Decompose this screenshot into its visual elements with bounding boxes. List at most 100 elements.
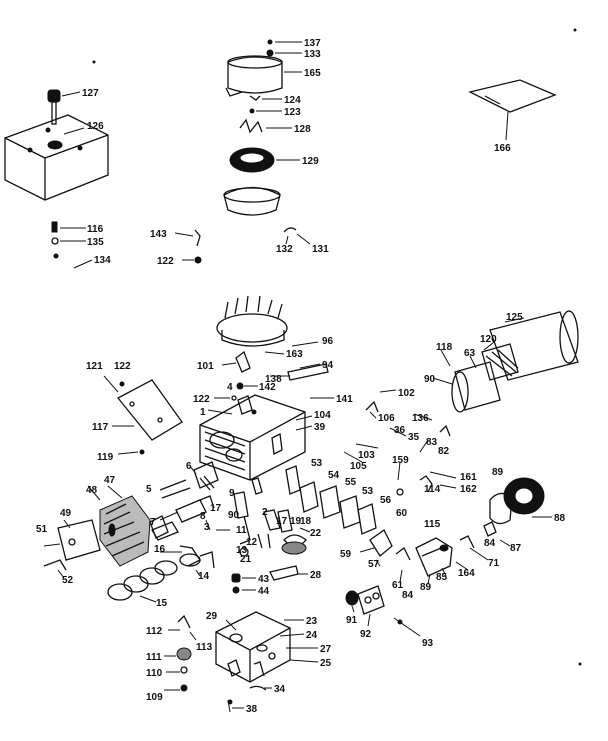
label-28: 28 (310, 570, 322, 581)
label-25: 25 (320, 658, 332, 669)
label-63: 63 (464, 348, 476, 359)
label-135: 135 (87, 237, 104, 248)
label-19: 19 (290, 516, 302, 527)
label-162: 162 (460, 484, 477, 495)
label-164: 164 (458, 568, 475, 579)
starter-drive-group (345, 585, 421, 637)
label-124: 124 (284, 95, 301, 106)
label-122-b: 122 (193, 394, 210, 405)
label-136: 136 (412, 413, 429, 424)
label-21: 21 (240, 554, 252, 565)
label-118: 118 (436, 342, 453, 353)
label-112: 112 (146, 626, 163, 637)
flywheel-group (216, 295, 329, 381)
label-123: 123 (284, 107, 301, 118)
air-cleaner-group (174, 39, 311, 264)
fuel-tank-group (4, 89, 109, 269)
label-56: 56 (380, 495, 392, 506)
label-161: 161 (460, 472, 477, 483)
label-165: 165 (304, 68, 321, 79)
label-119: 119 (97, 452, 114, 463)
label-137: 137 (304, 38, 321, 49)
label-24: 24 (306, 630, 318, 641)
muffler-group (432, 310, 579, 413)
label-47: 47 (104, 475, 116, 486)
label-106: 106 (378, 413, 395, 424)
label-113: 113 (196, 642, 213, 653)
label-141: 141 (336, 394, 353, 405)
label-91: 91 (346, 615, 358, 626)
label-15: 15 (156, 598, 168, 609)
label-38: 38 (246, 704, 258, 715)
label-6: 6 (186, 461, 192, 472)
label-16: 16 (154, 544, 166, 555)
label-129: 129 (302, 156, 319, 167)
label-90-b: 90 (228, 510, 240, 521)
label-163: 163 (286, 349, 303, 360)
label-122-a: 122 (157, 256, 174, 267)
label-93: 93 (422, 638, 434, 649)
label-131: 131 (312, 244, 329, 255)
label-84-b: 84 (402, 590, 414, 601)
label-101: 101 (197, 361, 214, 372)
label-11: 11 (236, 525, 247, 536)
label-128: 128 (294, 124, 311, 135)
label-109: 109 (146, 692, 163, 703)
label-48: 48 (86, 485, 98, 496)
label-8: 8 (200, 511, 206, 522)
label-51: 51 (36, 524, 48, 535)
cylinder-block-group (199, 382, 334, 481)
label-34: 34 (274, 684, 286, 695)
carburetor-group (164, 611, 319, 713)
label-17-b: 17 (276, 516, 288, 527)
label-133: 133 (304, 49, 321, 60)
label-96: 96 (322, 336, 334, 347)
label-138: 138 (265, 374, 282, 385)
label-2: 2 (262, 507, 268, 518)
label-13: 13 (236, 545, 248, 556)
label-94: 94 (322, 360, 334, 371)
label-12: 12 (246, 537, 258, 548)
label-36: 36 (394, 425, 406, 436)
label-110: 110 (146, 668, 163, 679)
label-52: 52 (62, 575, 74, 586)
cover-48-group (43, 485, 169, 579)
label-7: 7 (150, 517, 156, 528)
label-22: 22 (310, 528, 322, 539)
label-115: 115 (424, 519, 441, 530)
label-49: 49 (60, 508, 72, 519)
piston-rings-group (107, 560, 178, 603)
label-92: 92 (360, 629, 372, 640)
label-89-a: 89 (492, 467, 504, 478)
label-114: 114 (424, 484, 441, 495)
label-111: 111 (146, 652, 162, 663)
label-61: 61 (392, 580, 404, 591)
label-3: 3 (204, 522, 210, 533)
label-120: 120 (480, 334, 497, 345)
label-59: 59 (340, 549, 352, 560)
label-9: 9 (229, 488, 235, 499)
label-121: 121 (86, 361, 103, 372)
label-83: 83 (426, 437, 438, 448)
starter-gear-group (483, 477, 552, 547)
label-125: 125 (506, 312, 523, 323)
label-55: 55 (345, 477, 357, 488)
label-166: 166 (494, 143, 511, 154)
label-5: 5 (146, 484, 152, 495)
label-14: 14 (198, 571, 210, 582)
bracket-166-group (468, 79, 557, 141)
label-71: 71 (488, 558, 500, 569)
label-103: 103 (358, 450, 375, 461)
label-88: 88 (554, 513, 566, 524)
label-87: 87 (510, 543, 522, 554)
label-35: 35 (408, 432, 420, 443)
label-60: 60 (396, 508, 408, 519)
bracket-117-group (103, 375, 183, 455)
label-4: 4 (227, 382, 233, 393)
label-23: 23 (306, 616, 318, 627)
label-127: 127 (82, 88, 99, 99)
label-84-a: 84 (484, 538, 496, 549)
label-132: 132 (276, 244, 293, 255)
label-27: 27 (320, 644, 332, 655)
label-29: 29 (206, 611, 218, 622)
